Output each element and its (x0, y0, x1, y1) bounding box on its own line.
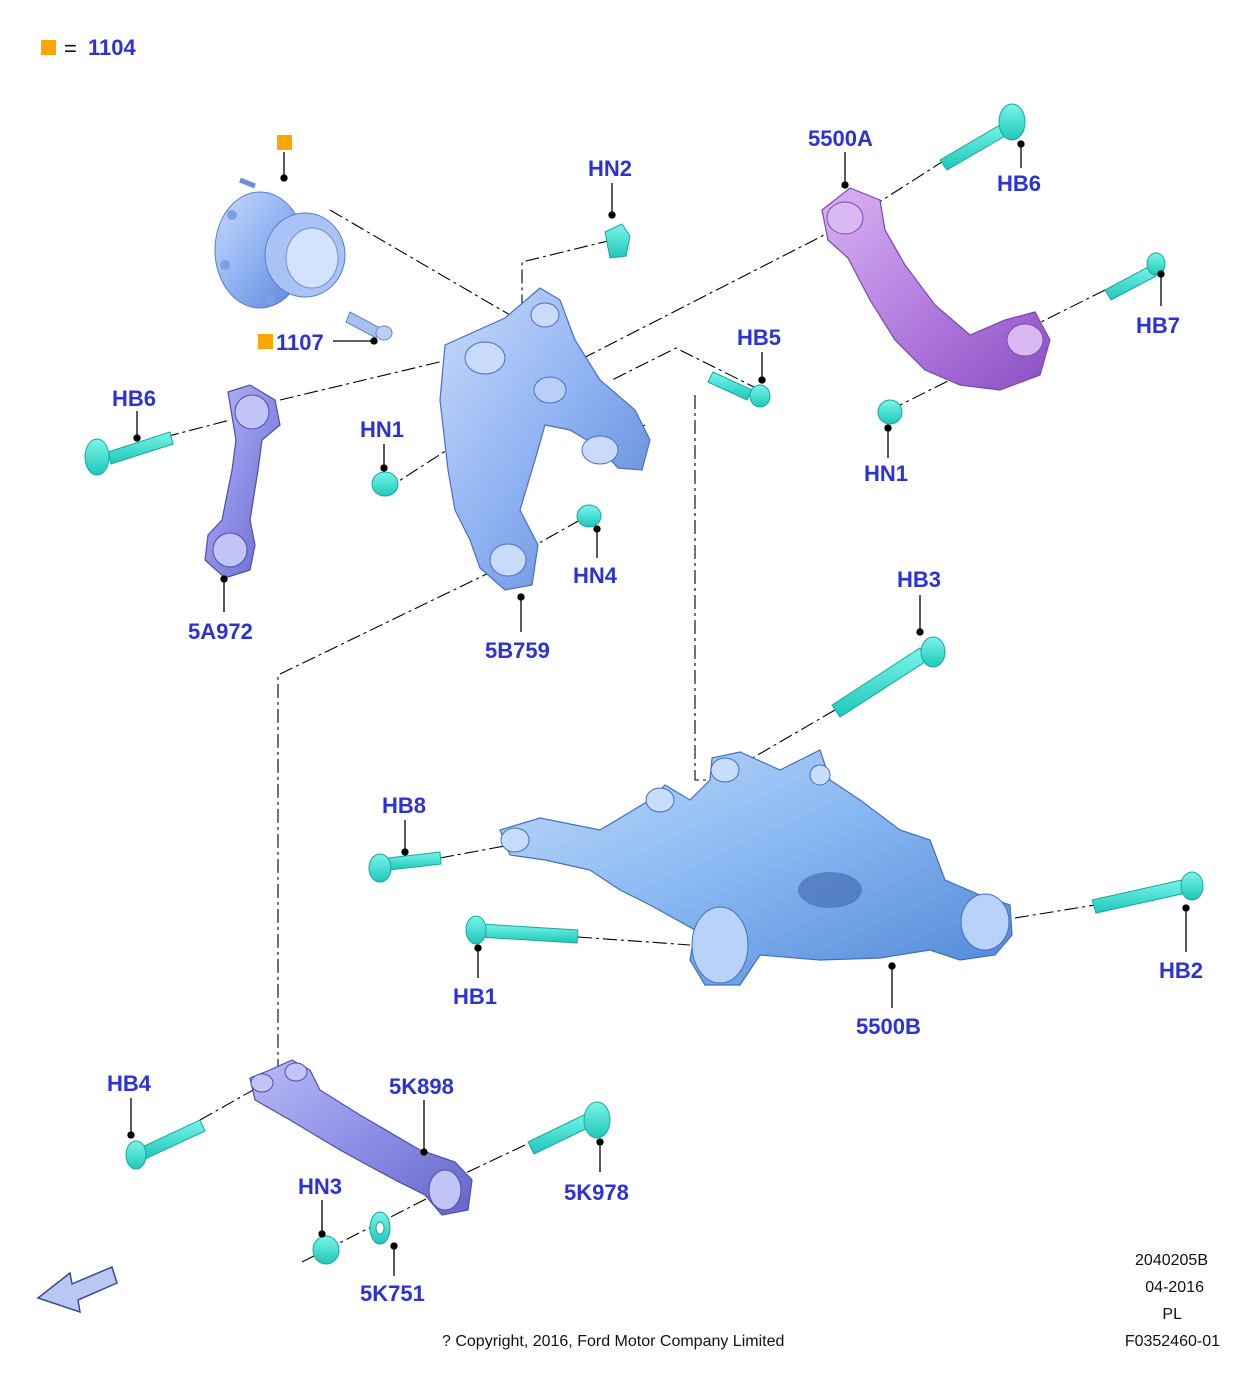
fasteners (84, 103, 1204, 1265)
leader-lines (127, 140, 1190, 1276)
label-5A972: 5A972 (188, 619, 253, 644)
label-hn2: HN2 (588, 156, 633, 181)
label-5K898: 5K898 (389, 1074, 454, 1099)
lower-arm-5500B (499, 749, 1013, 986)
label-hb6-top: HB6 (997, 171, 1042, 196)
label-hb4: HB4 (107, 1071, 152, 1096)
footer-date: 04-2016 (1145, 1279, 1204, 1296)
bolt-hb8 (368, 851, 442, 883)
label-1107: 1107 (276, 330, 324, 355)
label-5B759: 5B759 (485, 638, 550, 663)
legend-value: 1104 (88, 35, 136, 60)
direction-arrow-icon (36, 1265, 118, 1314)
label-hn1-left: HN1 (360, 417, 405, 442)
label-hb1: HB1 (453, 984, 498, 1009)
nut-hn4 (576, 504, 602, 528)
nut-hn3 (312, 1235, 340, 1265)
knuckle-5B759 (439, 287, 651, 591)
nut-hn2 (604, 223, 631, 259)
link-5A972 (204, 384, 281, 579)
nut-hn1-right (877, 399, 903, 425)
wheel-hub-1104 (214, 177, 346, 309)
label-hb8: HB8 (382, 793, 427, 818)
label-hn3: HN3 (298, 1174, 343, 1199)
footer-copyright: ? Copyright, 2016, Ford Motor Company Li… (442, 1333, 785, 1350)
label-hb7: HB7 (1136, 313, 1181, 338)
hub-bolt-1107 (345, 311, 393, 341)
label-5500A: 5500A (808, 126, 873, 151)
bolt-hb3 (831, 636, 946, 718)
label-hn1-right: HN1 (864, 461, 909, 486)
label-hb5: HB5 (737, 325, 782, 350)
label-hb3: HB3 (897, 567, 942, 592)
legend-swatch (41, 40, 56, 55)
label-5K978: 5K978 (564, 1180, 629, 1205)
bolt-hb4 (125, 1119, 206, 1170)
bolt-hb2 (1091, 871, 1204, 914)
bolt-hb7 (1104, 252, 1166, 301)
legend-equals: = (64, 36, 77, 61)
bolt-5k978 (527, 1101, 611, 1155)
hub-marker-swatch (277, 135, 292, 150)
footer-code: 2040205B (1135, 1252, 1208, 1269)
bolt-1107-marker-swatch (258, 334, 273, 349)
bolt-hb5 (707, 371, 771, 408)
label-hb6-left: HB6 (112, 386, 157, 411)
bolt-hb6-left (84, 431, 174, 476)
washer-5k751 (369, 1211, 391, 1245)
bolt-hb1 (465, 915, 579, 945)
bolt-hb6-top (939, 103, 1026, 171)
footer-ref: F0352460-01 (1124, 1333, 1220, 1350)
footer-lang: PL (1162, 1306, 1182, 1323)
nut-hn1-left (371, 471, 399, 497)
link-5K898 (249, 1059, 473, 1216)
label-5500B: 5500B (856, 1014, 921, 1039)
label-hb2: HB2 (1159, 958, 1204, 983)
upper-arm-5500A (821, 187, 1051, 391)
label-5K751: 5K751 (360, 1281, 425, 1306)
label-hn4: HN4 (573, 563, 618, 588)
